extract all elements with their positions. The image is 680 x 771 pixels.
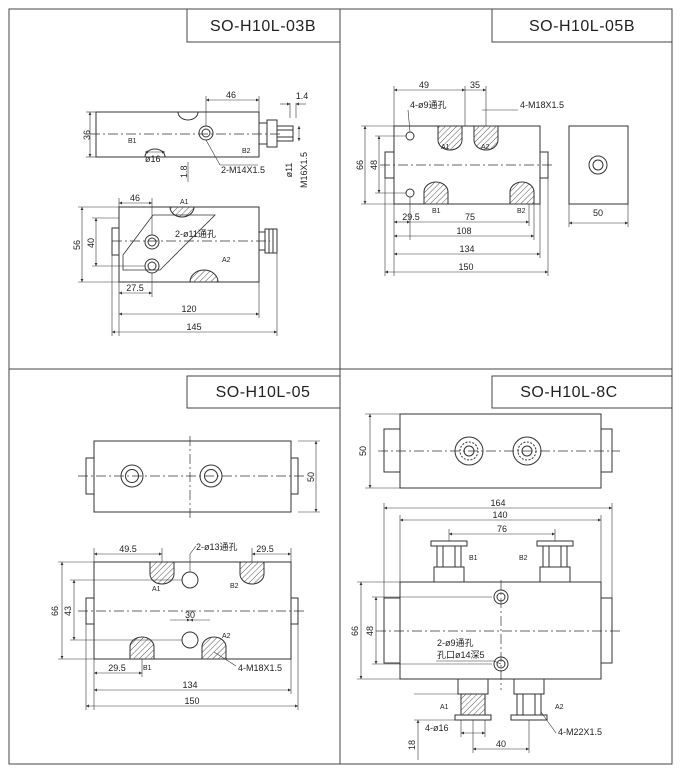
port-label: B2: [230, 583, 239, 590]
hole-callout: 2-ø11通孔: [175, 229, 216, 239]
dim-label: 66: [350, 626, 360, 636]
dim-label: 134: [459, 244, 474, 254]
panel-title: SO-H10L-03B: [210, 18, 316, 35]
port-label: B1: [432, 208, 441, 215]
dim-label: 40: [86, 238, 96, 248]
dim-label: 46: [130, 193, 140, 203]
port-label: A1: [440, 704, 449, 711]
side-view-body: [568, 125, 629, 227]
top-view-body: [365, 413, 620, 489]
dim-label: 140: [492, 510, 507, 520]
port-label: A2: [222, 257, 231, 264]
thread-callout: 4-M22X1.5: [558, 727, 602, 737]
port-label: A1: [152, 586, 161, 593]
dim-label: 35: [470, 80, 480, 90]
dim-label: 1.4: [296, 91, 309, 101]
dim-label: 29.5: [402, 212, 420, 222]
dim-label: 18: [407, 740, 417, 750]
dim-label: 50: [306, 472, 316, 482]
dim-label: 50: [593, 208, 603, 218]
dim-label: 66: [50, 606, 60, 616]
panel-so-h10l-8c: SO-H10L-8C 50: [350, 375, 673, 760]
dim-label: 50: [358, 446, 368, 456]
front-view-body: [380, 125, 555, 205]
hole-callout: 2-ø13通孔: [196, 542, 238, 552]
port-label: A1: [180, 199, 189, 206]
dim-label: 75: [465, 212, 475, 222]
port-label: B1: [469, 555, 478, 562]
dim-label: 1.8: [179, 165, 189, 178]
dim-label: 150: [458, 262, 473, 272]
dim-label: 48: [369, 160, 379, 170]
port-label: A1: [441, 144, 450, 151]
dim-label: 40: [496, 739, 506, 749]
dim-label: 29.5: [256, 544, 274, 554]
front-view-dimensions: [58, 545, 299, 710]
panel-title-box: SO-H10L-05: [186, 375, 341, 409]
dim-label: 56: [72, 240, 82, 250]
port-label: A2: [481, 144, 490, 151]
panel-title: SO-H10L-05: [216, 384, 311, 401]
top-view-body: [90, 111, 294, 158]
dim-label: 150: [184, 696, 199, 706]
dim-label: 49: [419, 80, 429, 90]
panel-title-box: SO-H10L-05B: [491, 8, 673, 43]
front-view-body: [376, 540, 620, 721]
panel-title: SO-H10L-8C: [520, 384, 617, 401]
top-view-body: [78, 436, 320, 518]
dim-label: 46: [226, 90, 236, 100]
dim-label: 30: [185, 610, 195, 620]
port-label: B1: [128, 138, 137, 145]
panel-so-h10l-05b: SO-H10L-05B A1 A2 B1 B2 50: [355, 8, 673, 276]
panel-so-h10l-05: SO-H10L-05 50: [50, 375, 341, 710]
panel-title-box: SO-H10L-8C: [491, 375, 673, 409]
dim-label: 4-ø16: [425, 723, 449, 733]
front-view-dimensions: [78, 198, 278, 336]
port-label: B2: [517, 208, 526, 215]
dim-label: ø16: [145, 154, 161, 164]
dim-label: 134: [182, 680, 197, 690]
front-view-dimensions: [357, 503, 613, 760]
dim-label: M16X1.5: [299, 152, 309, 188]
dim-label: 43: [63, 606, 73, 616]
hole-callout: 2-ø9通孔: [437, 638, 474, 648]
thread-callout: 4-M18X1.5: [520, 100, 564, 110]
port-label: B2: [519, 555, 528, 562]
dim-label: 36: [82, 130, 92, 140]
front-view-dimensions: [361, 86, 549, 276]
hole-callout: 4-ø9通孔: [410, 100, 447, 110]
top-view-dimensions: [86, 96, 306, 182]
port-label: B1: [143, 665, 152, 672]
dim-label: 76: [497, 524, 507, 534]
dim-label: 66: [355, 160, 365, 170]
front-view-body: [111, 206, 278, 283]
dim-label: 2-M14X1.5: [221, 165, 265, 175]
dim-label: 120: [181, 304, 196, 314]
panel-title: SO-H10L-05B: [529, 18, 635, 35]
counterbore-callout: 孔口ø14深5: [437, 650, 485, 660]
dim-label: 29.5: [108, 663, 126, 673]
dim-label: 108: [456, 226, 471, 236]
front-view-body: [78, 561, 306, 660]
port-label: A2: [222, 633, 231, 640]
dim-label: 27.5: [126, 283, 144, 293]
port-label: B2: [242, 148, 251, 155]
dim-label: 48: [365, 626, 375, 636]
thread-callout: 4-M18X1.5: [238, 663, 282, 673]
panel-so-h10l-03b: SO-H10L-03B B1 B2: [72, 8, 341, 336]
port-label: A2: [555, 704, 564, 711]
dim-label: 49.5: [119, 544, 137, 554]
panel-title-box: SO-H10L-03B: [186, 8, 341, 43]
dim-label: ø11: [284, 163, 294, 178]
dim-label: 145: [186, 322, 201, 332]
dim-label: 164: [490, 498, 505, 508]
